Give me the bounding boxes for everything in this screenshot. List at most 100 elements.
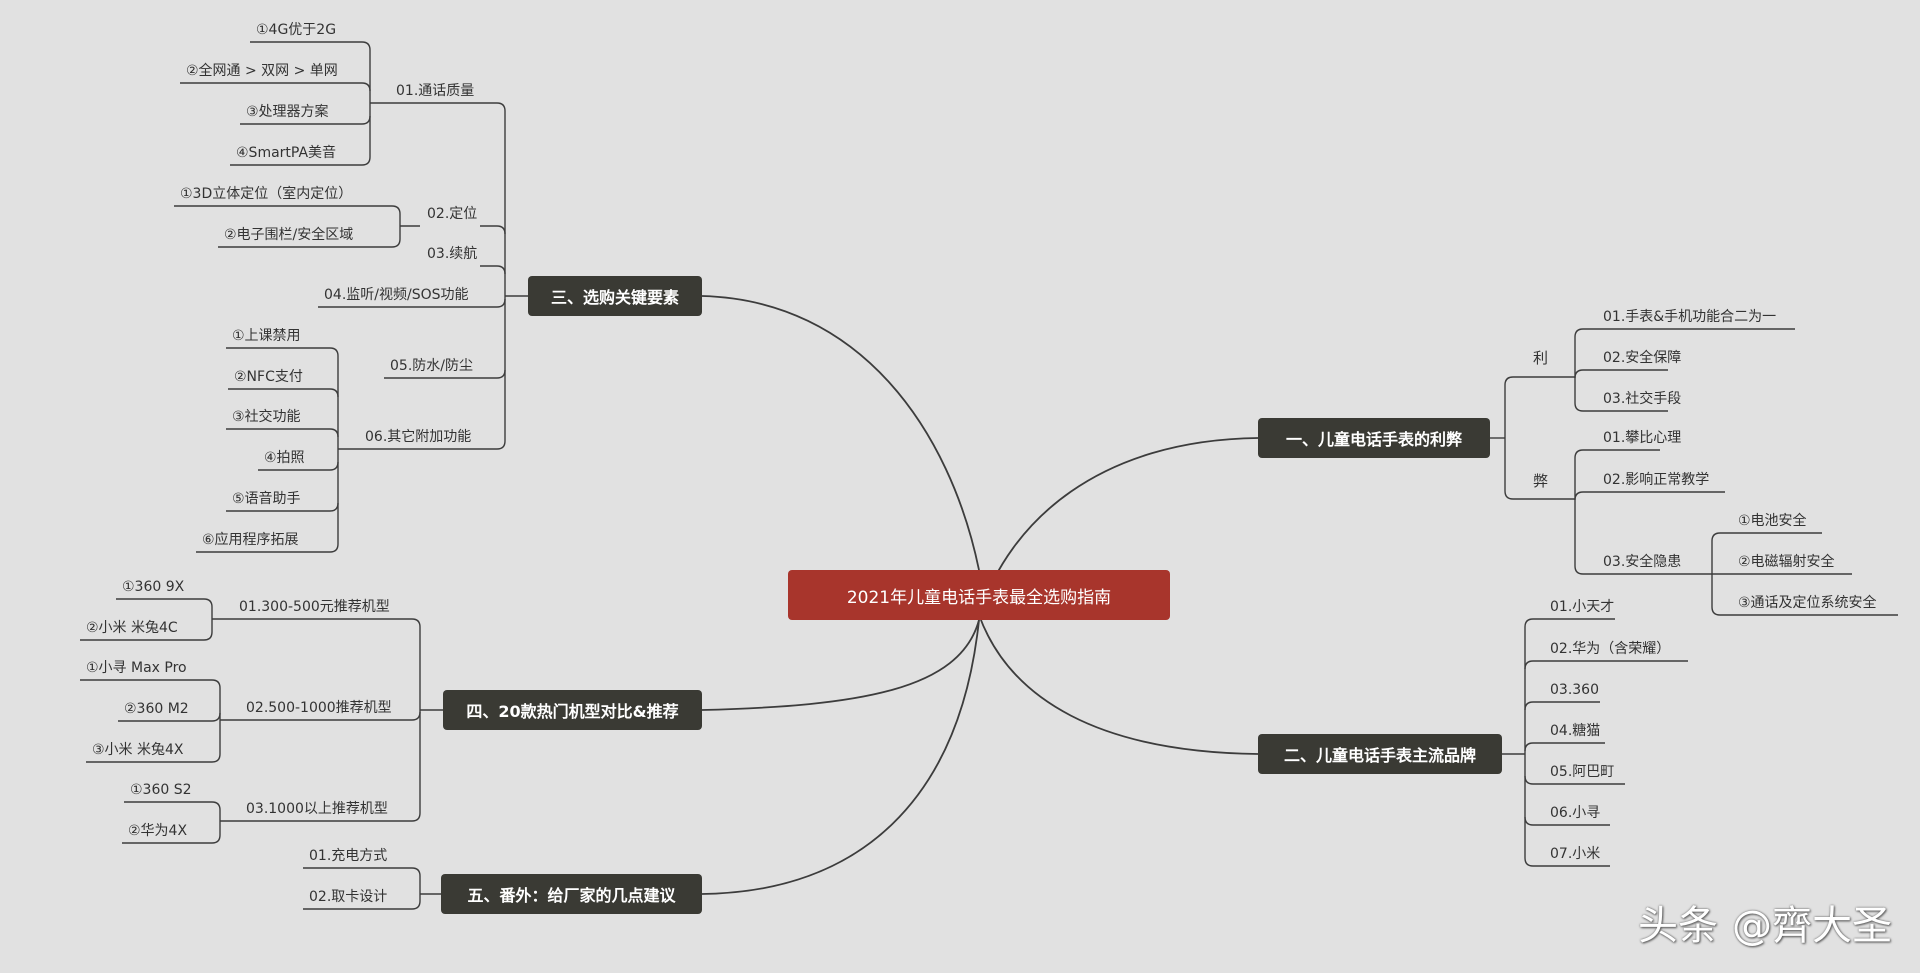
- branch-pros-cons[interactable]: 一、儿童电话手表的利弊: [1258, 418, 1490, 458]
- extra-item[interactable]: ①上课禁用: [232, 328, 301, 344]
- connector-line: [116, 598, 213, 608]
- branch-suggestions[interactable]: 五、番外：给厂家的几点建议: [441, 874, 702, 914]
- positioning-item[interactable]: ①3D立体定位（室内定位）: [180, 186, 353, 202]
- connector-line: [1574, 328, 1795, 338]
- watermark-source: 头条: [1638, 903, 1718, 949]
- model-item[interactable]: ②360 M2: [124, 701, 189, 717]
- connector-line: [1504, 490, 1555, 500]
- connector-line: [80, 631, 213, 641]
- connector-line: [480, 225, 506, 235]
- connector-line: [180, 82, 371, 92]
- connector-line: [1711, 532, 1822, 542]
- connector-line: [1524, 660, 1688, 670]
- connector-line: [174, 205, 401, 215]
- brand-item[interactable]: 06.小寻: [1550, 805, 1601, 821]
- risk-item[interactable]: ③通话及定位系统安全: [1738, 595, 1877, 611]
- brand-item[interactable]: 05.阿巴町: [1550, 764, 1615, 780]
- connector-line: [1574, 402, 1668, 412]
- pros-item[interactable]: 01.手表&手机功能合二为一: [1603, 309, 1777, 325]
- connector-line: [393, 102, 506, 112]
- connector-line: [480, 265, 506, 275]
- brand-item[interactable]: 07.小米: [1550, 846, 1601, 862]
- suggestion-item[interactable]: 02.取卡设计: [309, 889, 388, 905]
- model-item[interactable]: ①360 9X: [122, 579, 185, 595]
- pros-label[interactable]: 利: [1533, 349, 1549, 367]
- cons-item[interactable]: 03.安全隐患: [1603, 554, 1682, 570]
- positioning-item[interactable]: ②电子围栏/安全区域: [224, 227, 354, 243]
- call-quality-item[interactable]: ②全网通 > 双网 > 单网: [186, 63, 338, 79]
- connector-line: [701, 619, 980, 895]
- connector-line: [1524, 701, 1600, 711]
- brand-item[interactable]: 04.糖猫: [1550, 723, 1601, 739]
- connector-line: [124, 801, 221, 811]
- tier-item[interactable]: 03.1000以上推荐机型: [246, 801, 388, 817]
- extra-item[interactable]: ②NFC支付: [234, 369, 303, 385]
- tier-item[interactable]: 02.500-1000推荐机型: [246, 700, 392, 716]
- cons-item[interactable]: 01.攀比心理: [1603, 430, 1682, 446]
- connector-line: [1574, 565, 1690, 575]
- connector-line: [86, 753, 221, 763]
- risk-item[interactable]: ②电磁辐射安全: [1738, 554, 1835, 570]
- call-quality-item[interactable]: ①4G优于2G: [256, 22, 337, 38]
- pros-item[interactable]: 03.社交手段: [1603, 391, 1682, 407]
- factor-item[interactable]: 03.续航: [427, 246, 478, 262]
- model-item[interactable]: ①小寻 Max Pro: [86, 660, 187, 676]
- factor-item[interactable]: 04.监听/视频/SOS功能: [324, 287, 469, 303]
- cons-label[interactable]: 弊: [1533, 472, 1549, 490]
- connector-line: [228, 388, 339, 398]
- cons-item[interactable]: 02.影响正常教学: [1603, 472, 1710, 488]
- brand-item[interactable]: 01.小天才: [1550, 599, 1615, 615]
- branch-key-factors[interactable]: 三、选购关键要素: [528, 276, 702, 316]
- model-item[interactable]: ③小米 米兔4X: [92, 742, 184, 758]
- factor-item[interactable]: 02.定位: [427, 206, 478, 222]
- model-item[interactable]: ①360 S2: [130, 782, 192, 798]
- connector-line: [196, 543, 339, 553]
- connector-line: [303, 867, 421, 877]
- connector-line: [233, 618, 421, 628]
- tier-item[interactable]: 01.300-500元推荐机型: [239, 599, 390, 615]
- connector-line: [360, 440, 506, 450]
- connector-line: [1524, 857, 1610, 867]
- brand-item[interactable]: 03.360: [1550, 682, 1599, 698]
- brand-item[interactable]: 02.华为（含荣耀）: [1550, 641, 1671, 657]
- connector-line: [122, 834, 221, 844]
- connector-line: [1504, 376, 1555, 386]
- factor-item[interactable]: 01.通话质量: [396, 83, 475, 99]
- connector-line: [978, 614, 1259, 755]
- connector-line: [701, 619, 980, 711]
- branch-brands[interactable]: 二、儿童电话手表主流品牌: [1258, 734, 1502, 774]
- pros-item[interactable]: 02.安全保障: [1603, 350, 1682, 366]
- factor-item[interactable]: 06.其它附加功能: [365, 429, 472, 445]
- model-item[interactable]: ②小米 米兔4C: [86, 620, 178, 636]
- connector-line: [230, 156, 371, 166]
- connector-line: [1524, 742, 1605, 752]
- connector-line: [250, 41, 371, 51]
- connector-line: [240, 812, 421, 822]
- suggestion-item[interactable]: 01.充电方式: [309, 848, 388, 864]
- extra-item[interactable]: ④拍照: [264, 450, 305, 466]
- connector-line: [80, 679, 221, 689]
- connector-line: [1574, 491, 1725, 501]
- connector-line: [701, 295, 980, 571]
- connector-line: [1711, 606, 1898, 616]
- connector-line: [226, 428, 339, 438]
- extra-item[interactable]: ⑤语音助手: [232, 491, 301, 507]
- connector-line: [226, 347, 339, 357]
- central-topic[interactable]: 2021年儿童电话手表最全选购指南: [788, 570, 1170, 620]
- extra-item[interactable]: ⑥应用程序拓展: [202, 532, 299, 548]
- branch-model-compare[interactable]: 四、20款热门机型对比&推荐: [443, 690, 702, 730]
- connector-line: [1524, 618, 1615, 628]
- watermark: 头条 @齊大圣: [1638, 893, 1892, 951]
- extra-item[interactable]: ③社交功能: [232, 409, 301, 425]
- connector-line: [218, 238, 401, 248]
- factor-item[interactable]: 05.防水/防尘: [390, 358, 473, 374]
- connector-line: [303, 900, 421, 910]
- model-item[interactable]: ②华为4X: [128, 823, 188, 839]
- call-quality-item[interactable]: ③处理器方案: [246, 104, 329, 120]
- risk-item[interactable]: ①电池安全: [1738, 513, 1807, 529]
- call-quality-item[interactable]: ④SmartPA美音: [236, 145, 337, 161]
- watermark-handle: @齊大圣: [1732, 903, 1892, 949]
- connector-line: [1574, 369, 1668, 379]
